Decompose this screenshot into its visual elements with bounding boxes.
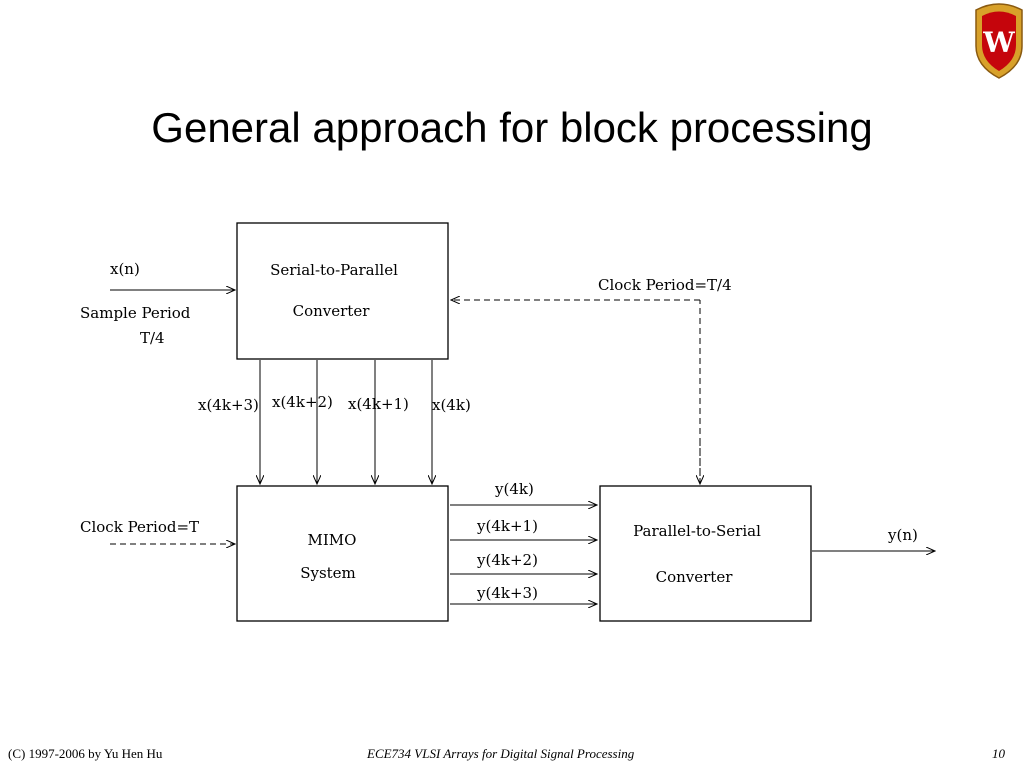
crest-inner [982, 11, 1016, 71]
page-title: General approach for block processing [151, 104, 873, 151]
footer-copyright: (C) 1997-2006 by Yu Hen Hu [8, 746, 163, 761]
sample-period-label: Sample Period [80, 304, 191, 322]
mimo-label-line1: MIMO [308, 531, 357, 549]
mimo-block [236, 485, 449, 622]
parallel-input-label-2: x(4k+1) [348, 395, 409, 413]
parallel-input-label-1: x(4k+2) [272, 393, 333, 411]
p2s-label-line1: Parallel-to-Serial [633, 522, 761, 540]
parallel-output-label-2: y(4k+2) [476, 551, 538, 569]
parallel-output-label-1: y(4k+1) [476, 517, 538, 535]
output-signal-label: y(n) [887, 526, 918, 544]
p2s-label-line2: Converter [656, 568, 734, 586]
footer-course: ECE734 VLSI Arrays for Digital Signal Pr… [367, 746, 635, 761]
s2p-block [236, 222, 449, 360]
clock-top-label: Clock Period=T/4 [598, 276, 732, 294]
university-crest-icon: W [975, 3, 1023, 79]
parallel-input-label-3: x(4k) [432, 396, 471, 414]
parallel-input-label-0: x(4k+3) [198, 396, 259, 414]
mimo-label-line2: System [300, 564, 356, 582]
input-signal-label: x(n) [110, 260, 140, 278]
parallel-output-label-3: y(4k+3) [476, 584, 538, 602]
crest-letter: W [982, 26, 1015, 59]
clock-left-label: Clock Period=T [80, 518, 199, 536]
s2p-label-line2: Converter [293, 302, 371, 320]
p2s-block [599, 485, 812, 622]
sample-period-value: T/4 [140, 329, 165, 347]
footer-page-number: 10 [992, 746, 1005, 761]
s2p-label-line1: Serial-to-Parallel [270, 261, 398, 279]
parallel-output-label-0: y(4k) [494, 480, 534, 498]
